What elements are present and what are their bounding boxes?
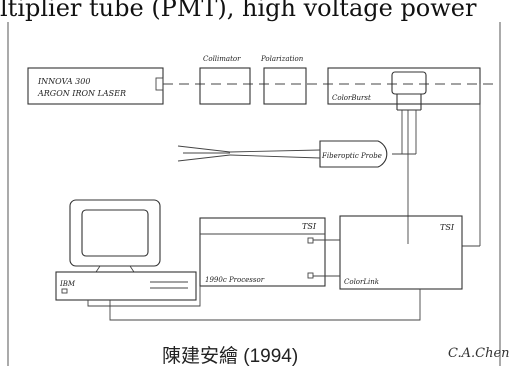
cable-computer-colorlink bbox=[109, 289, 421, 321]
laser-label-line2: ARGON IRON LASER bbox=[37, 89, 126, 98]
tsi-right-label: TSI bbox=[440, 223, 455, 232]
colorburst-box: ColorBurst bbox=[327, 67, 481, 111]
pmt-module bbox=[391, 71, 427, 95]
processor-label: 1990c Processor bbox=[205, 276, 265, 284]
cable-computer-processor bbox=[87, 286, 201, 307]
collimator-box: Collimator bbox=[199, 55, 251, 105]
polarization-box: Polarization bbox=[260, 55, 307, 105]
partial-caption: ltiplier tube (PMT), high voltage power bbox=[0, 0, 477, 22]
fiberoptic-probe: Fiberoptic Probe bbox=[319, 140, 388, 168]
probe-label: Fiberoptic Probe bbox=[321, 152, 382, 160]
author-signature: C.A.Chen bbox=[448, 346, 510, 361]
tsi-colorlink: TSI ColorLink bbox=[339, 215, 463, 290]
tsi-left-label: TSI bbox=[302, 222, 317, 231]
laser-box: INNOVA 300 ARGON IRON LASER bbox=[27, 67, 164, 105]
probe-beams bbox=[177, 145, 321, 162]
polarization-label: Polarization bbox=[260, 55, 304, 63]
computer-label: IBM bbox=[59, 280, 76, 288]
colorburst-label: ColorBurst bbox=[332, 94, 371, 102]
computer-base: IBM bbox=[55, 271, 197, 301]
figure-caption: 陳建安繪 (1994) bbox=[162, 346, 299, 367]
laser-label-line1: INNOVA 300 bbox=[37, 77, 90, 86]
colorlink-label: ColorLink bbox=[344, 278, 379, 286]
computer-monitor bbox=[69, 199, 161, 273]
tsi-processor: TSI 1990c Processor bbox=[199, 217, 326, 287]
collimator-label: Collimator bbox=[203, 55, 241, 63]
